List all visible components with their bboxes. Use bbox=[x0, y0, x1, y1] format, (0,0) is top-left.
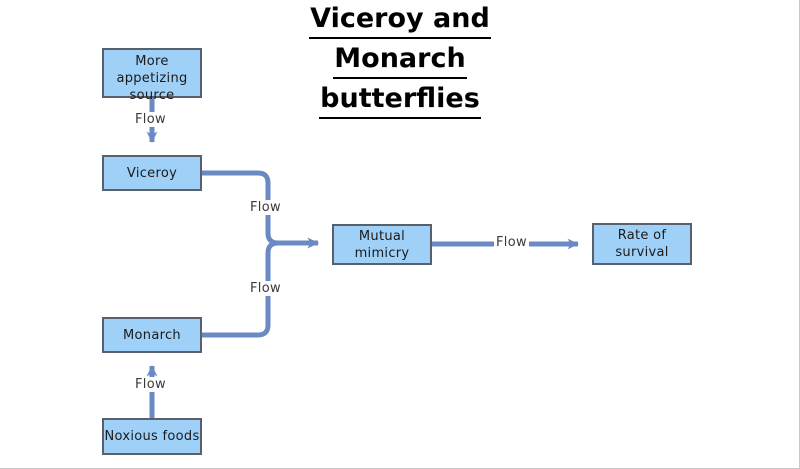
node-more-appetizing-source[interactable]: More appetizing source bbox=[102, 48, 202, 103]
page-title: Viceroy and Monarch butterflies bbox=[230, 2, 570, 122]
node-rate-of-survival[interactable]: Rate of survival bbox=[592, 223, 692, 265]
node-monarch-label: Monarch bbox=[123, 327, 181, 343]
page-title-line-3: butterflies bbox=[319, 82, 481, 119]
node-noxious-foods[interactable]: Noxious foods bbox=[102, 418, 202, 455]
node-monarch[interactable]: Monarch bbox=[102, 317, 202, 353]
node-noxious-foods-label: Noxious foods bbox=[104, 429, 200, 444]
node-rate-of-survival-label: Rate of survival bbox=[615, 228, 669, 260]
edge-label-source-to-viceroy: Flow bbox=[133, 112, 168, 127]
page-title-line-2: Monarch bbox=[333, 42, 467, 79]
edge-label-monarch-to-mimicry: Flow bbox=[248, 281, 283, 296]
edge-label-noxious-to-monarch: Flow bbox=[133, 377, 168, 392]
page-title-line-1: Viceroy and bbox=[309, 2, 491, 39]
edge-label-mimicry-to-survival: Flow bbox=[494, 235, 529, 250]
node-more-appetizing-source-label: More appetizing source bbox=[116, 54, 188, 103]
node-mutual-mimicry[interactable]: Mutual mimicry bbox=[332, 224, 432, 265]
node-viceroy-label: Viceroy bbox=[126, 165, 178, 181]
edge-label-viceroy-to-mimicry: Flow bbox=[248, 200, 283, 215]
node-mutual-mimicry-label: Mutual mimicry bbox=[354, 228, 410, 261]
node-viceroy[interactable]: Viceroy bbox=[102, 155, 202, 191]
